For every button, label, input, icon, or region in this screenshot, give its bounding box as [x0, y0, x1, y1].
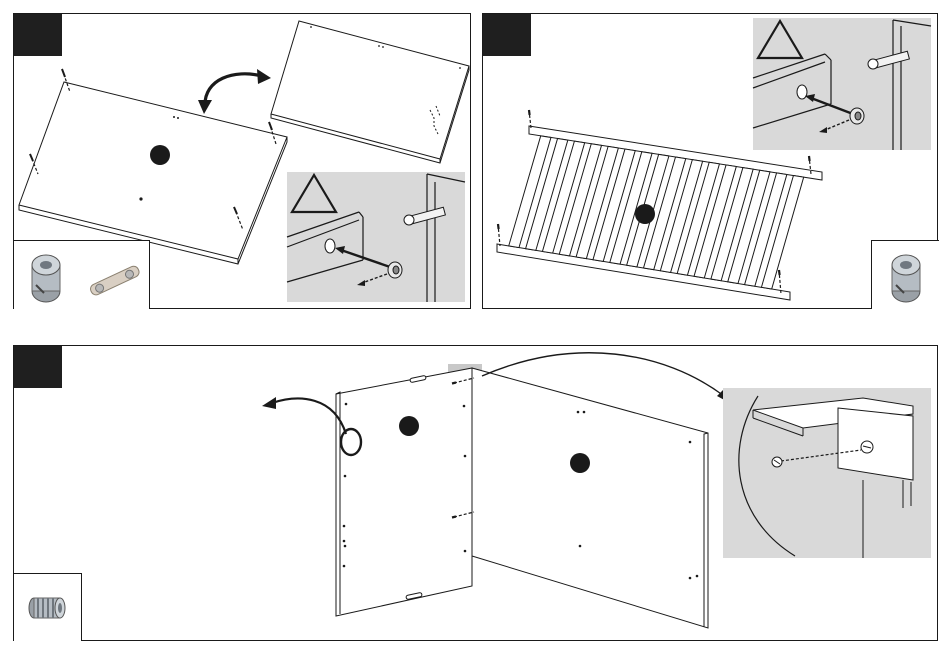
flip-arrow [205, 74, 262, 106]
pre-drilled-hole [579, 545, 582, 548]
cam-bolt-icon [404, 207, 445, 225]
threaded-insert-icon [29, 598, 65, 618]
screw-icon [772, 457, 782, 467]
cam-lock-nut-icon [892, 255, 920, 302]
pre-drilled-hole [689, 441, 692, 444]
callout-dot [150, 145, 170, 165]
pre-drilled-hole [583, 411, 586, 414]
pre-drilled-hole [463, 405, 466, 408]
pre-drilled-hole [344, 475, 347, 478]
cam-lock-detail-inset [753, 18, 931, 150]
pre-drilled-hole [345, 403, 348, 406]
pre-drilled-hole [464, 455, 467, 458]
callout-dot [399, 416, 419, 436]
pre-drilled-hole [343, 525, 346, 528]
back-panel-right [472, 368, 708, 628]
step-panel-1 [13, 13, 471, 309]
cam-lock-detail-inset [287, 172, 465, 302]
board-flipped [271, 21, 469, 163]
cam-bolt-icon [868, 51, 909, 69]
board-large [19, 82, 287, 264]
step-panel-3 [13, 345, 938, 641]
rotate-arrow [272, 399, 346, 434]
parts-box-cam-nut [14, 240, 82, 309]
callout-dot [570, 453, 590, 473]
screw-detail-magnified [723, 388, 931, 558]
step-panel-2 [482, 13, 938, 309]
pre-drilled-hole [689, 577, 692, 580]
cam-lock-icon [861, 441, 873, 453]
cam-lock-nut-icon [850, 108, 864, 124]
cam-lock-nut-icon [388, 262, 402, 278]
pre-drilled-hole [464, 550, 467, 553]
pre-drilled-hole [343, 565, 346, 568]
pre-drilled-hole [577, 411, 580, 414]
warning-triangle-icon [292, 175, 336, 212]
side-panel-left [336, 368, 472, 616]
pre-drilled-hole [696, 575, 699, 578]
parts-box-cam-nut [871, 240, 939, 309]
pre-drilled-hole [344, 545, 347, 548]
callout-dot [635, 204, 655, 224]
cam-lock-nut-icon [32, 255, 60, 302]
parts-box-hinge-bracket [81, 240, 150, 309]
pre-drilled-hole [343, 540, 346, 543]
parts-box-threaded-insert [14, 573, 82, 641]
hinge-bracket-icon [89, 265, 141, 297]
warning-triangle-icon [758, 21, 802, 58]
